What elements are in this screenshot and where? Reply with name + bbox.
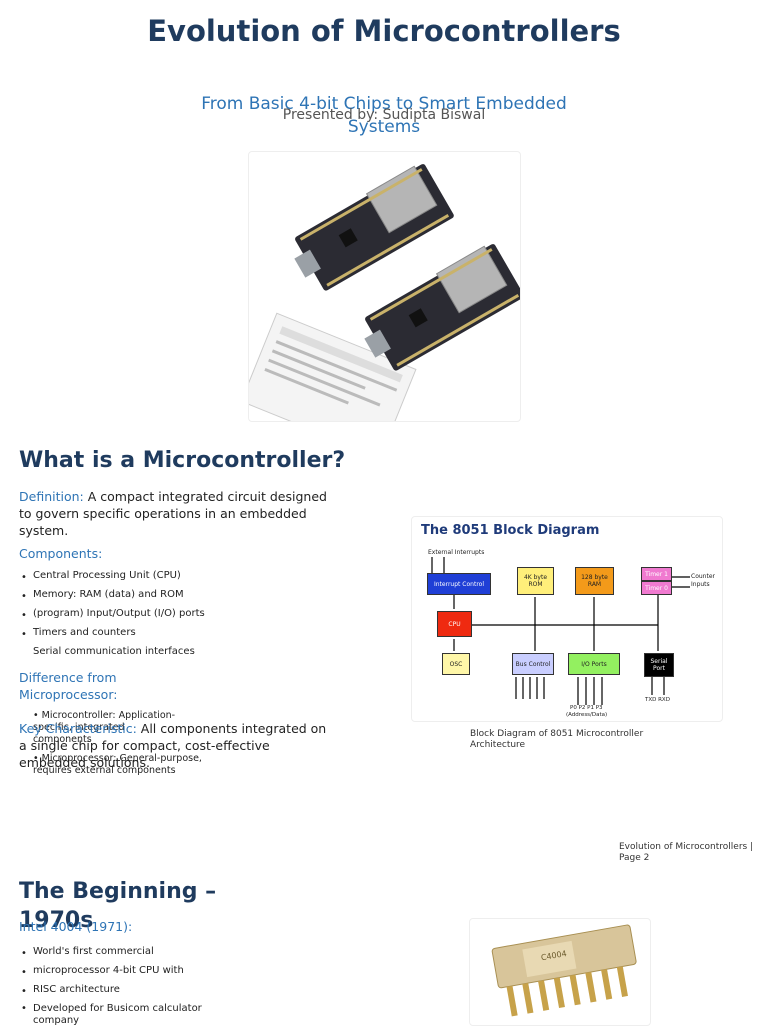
definition-paragraph: Definition: A compact integrated circuit… (19, 488, 334, 539)
diagram-title: The 8051 Block Diagram (421, 523, 600, 538)
ports-label: P0 P2 P1 P3 (570, 705, 603, 711)
list-item: •Timers and counters (21, 627, 136, 640)
difference-item: • Microcontroller: Application-specific,… (33, 710, 176, 745)
intel-4004-photo: C4004 (469, 918, 651, 1026)
bus-control-block: Bus Control (512, 653, 554, 675)
chip-illustration: C4004 (491, 924, 637, 1017)
esp32-boards-illustration (240, 164, 524, 459)
list-item: •RISC architecture (21, 984, 120, 997)
definition-text: A compact integrated circuit designed to… (19, 489, 327, 538)
timer0-block: Timer 0 (641, 581, 672, 595)
interrupt-control-block: Interrupt Control (427, 573, 491, 595)
section-heading: What is a Microcontroller? (19, 448, 346, 473)
difference-item: • Microprocessor: General-purpose, requi… (33, 753, 202, 776)
list-item: •microprocessor 4-bit CPU with (21, 965, 184, 978)
key-text: All components integrated on a single ch… (19, 721, 327, 770)
osc-block: OSC (442, 653, 470, 675)
esp32-boards-photo (240, 151, 524, 459)
rom-block: 4K byte ROM (517, 567, 554, 595)
list-item: •(program) Input/Output (I/O) ports (21, 608, 205, 621)
section-heading: The Beginning – 1970s (19, 879, 217, 933)
intel-label: Intel 4004 (1971): (19, 919, 133, 934)
chip-marking: C4004 (540, 949, 567, 962)
key-characteristic: Key Characteristic: All components integ… (19, 720, 337, 771)
slide-title: Evolution of Microcontrollers (147, 14, 621, 48)
cpu-block: CPU (437, 611, 472, 637)
diagram-label: External Interrupts (428, 549, 485, 556)
slide-subtitle: From Basic 4-bit Chips to Smart Embedded… (201, 94, 567, 137)
ram-block: 128 byte RAM (575, 567, 614, 595)
txd-rxd-label: TXD RXD (645, 697, 670, 703)
presenter-line: Presented by: Sudipta Biswal (282, 107, 486, 123)
definition-label: Definition: (19, 489, 84, 504)
address-data-label: (Address/Data) (566, 712, 608, 718)
list-item: Serial communication interfaces (33, 646, 195, 657)
components-list: •Central Processing Unit (CPU) •Memory: … (19, 566, 279, 661)
timer1-block: Timer 1 (641, 567, 672, 581)
io-ports-block: I/O Ports (568, 653, 620, 675)
block-diagram: The 8051 Block Diagram External Interrup… (411, 516, 723, 722)
counter-inputs-label: Counter Inputs (691, 573, 715, 588)
list-item: •Central Processing Unit (CPU) (21, 570, 181, 583)
list-item: •Memory: RAM (data) and ROM (21, 589, 184, 602)
list-item: •World's first commercial (21, 946, 154, 959)
diagram-caption: Block Diagram of 8051 Microcontroller Ar… (470, 729, 644, 750)
diagram-connectors (431, 557, 690, 705)
components-label: Components: (19, 546, 103, 561)
intel-4004-list: •World's first commercial •microprocesso… (19, 942, 219, 1027)
key-label: Key Characteristic: (19, 721, 137, 736)
difference-label: Difference from Microprocessor: (19, 670, 118, 702)
serial-port-block: Serial Port (644, 653, 674, 677)
page-footer: Evolution of Microcontrollers | Page 2 (619, 842, 754, 863)
list-item: •Developed for Busicom calculator compan… (21, 1003, 202, 1026)
